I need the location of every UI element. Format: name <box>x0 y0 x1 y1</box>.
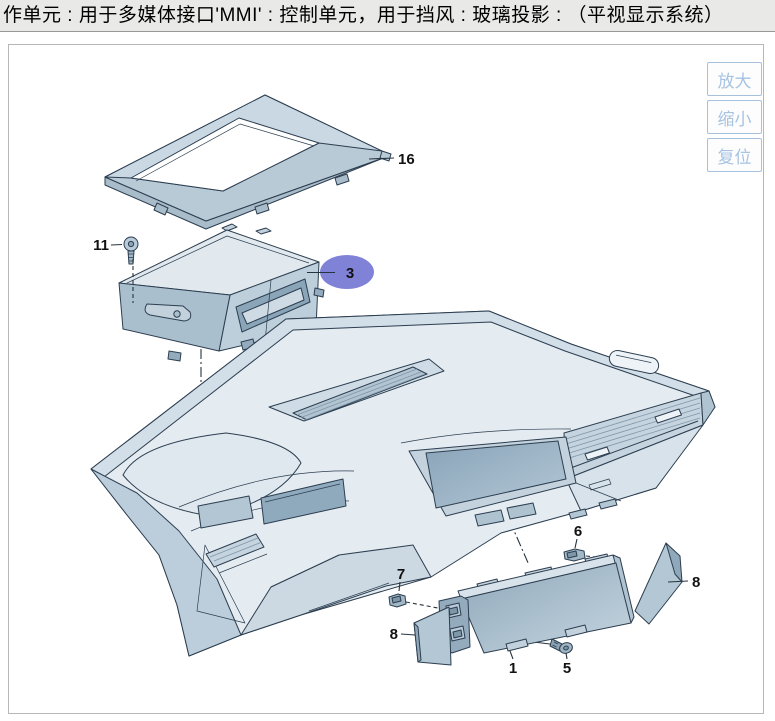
zoom-out-button[interactable]: 缩小 <box>707 100 762 134</box>
exploded-parts-drawing: 16 11 3 6 7 8 8 1 5 <box>90 94 716 677</box>
part-1-trim-panel[interactable] <box>438 553 635 654</box>
callout-3[interactable]: 3 <box>346 265 354 282</box>
part-11-screw[interactable] <box>123 236 139 265</box>
reset-view-button[interactable]: 复位 <box>707 138 762 172</box>
part-5-screw[interactable] <box>549 638 574 655</box>
callout-8-left[interactable]: 8 <box>390 626 398 643</box>
selected-part-highlight <box>320 255 374 289</box>
part-8-end-cap-left[interactable] <box>413 606 452 666</box>
part-7-clip[interactable] <box>388 593 407 608</box>
dashboard-assembly[interactable] <box>90 310 716 657</box>
callout-8-right[interactable]: 8 <box>692 574 700 591</box>
callout-6[interactable]: 6 <box>574 523 582 540</box>
diagram-canvas[interactable]: 放大 缩小 复位 <box>8 44 764 714</box>
zoom-in-button[interactable]: 放大 <box>707 62 762 96</box>
callout-7[interactable]: 7 <box>397 566 405 583</box>
callout-1[interactable]: 1 <box>509 660 517 677</box>
callout-11[interactable]: 11 <box>93 237 109 254</box>
zoom-controls: 放大 缩小 复位 <box>707 62 762 172</box>
page-title: 作单元 : 用于多媒体接口'MMI' : 控制单元，用于挡风 : 玻璃投影 : … <box>0 0 775 32</box>
part-8-end-cap-right[interactable] <box>634 542 683 625</box>
callout-16[interactable]: 16 <box>398 151 415 168</box>
part-6-clip[interactable] <box>563 548 586 562</box>
part-16-trim-frame[interactable] <box>104 94 392 230</box>
callouts: 16 11 3 6 7 8 8 1 5 <box>93 151 700 677</box>
callout-5[interactable]: 5 <box>563 660 571 677</box>
